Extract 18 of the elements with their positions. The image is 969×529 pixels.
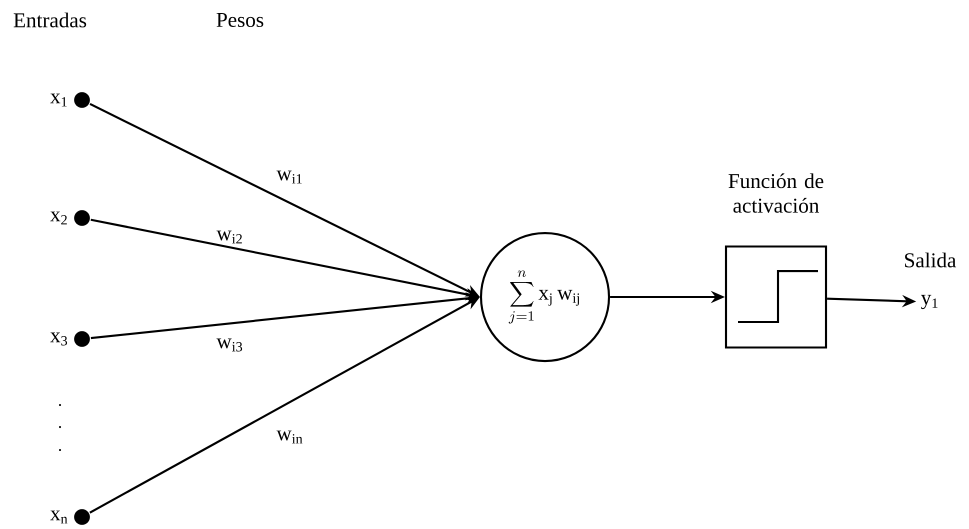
- edge-label: w$_{i3}$: [216, 338, 242, 352]
- node-label: x$_{n}$: [50, 510, 68, 524]
- output-label: y$_{1}$: [921, 294, 938, 310]
- activation-box: Función de activación: [724, 173, 828, 349]
- node-label: Función de activación: [728, 173, 824, 213]
- heading-label: Entradas: [14, 12, 86, 28]
- input-node: x$_{1}$: [50, 92, 90, 108]
- node-label: x$_{1}$: [50, 94, 67, 106]
- input-node: x$_{3}$: [50, 331, 90, 347]
- node-label: x$_{3}$: [50, 332, 68, 346]
- heading-label: Pesos: [216, 13, 264, 27]
- node-label: x$_{2}$: [50, 212, 67, 224]
- heading-label: Salida: [905, 252, 956, 268]
- input-node: x$_{2}$: [50, 210, 90, 226]
- input-node: x$_{n}$: [50, 509, 90, 525]
- edge-label: w$_{i1}$: [276, 170, 302, 184]
- edge-label: w$_{in}$: [276, 430, 302, 444]
- edge-label: w$_{i2}$: [216, 230, 242, 244]
